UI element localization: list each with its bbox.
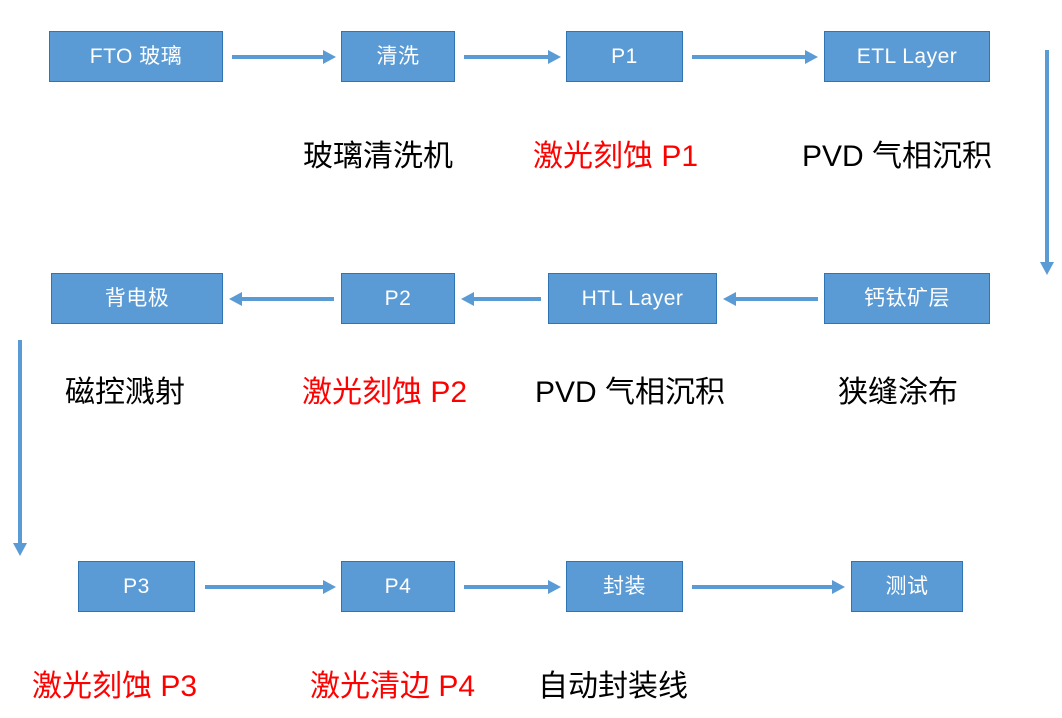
arrow-p3-to-p4 [205,580,336,594]
caption-pvd-1: PVD 气相沉积 [802,140,993,173]
arrow-p1-to-etl [692,50,818,64]
process-node-testing[interactable]: 测试 [851,561,963,612]
arrow-perovskite-to-htl [723,292,818,306]
process-node-p4[interactable]: P4 [341,561,455,612]
process-node-p2[interactable]: P2 [341,273,455,324]
arrow-encapsulation-to-testing [692,580,845,594]
arrow-clean-to-p1 [464,50,561,64]
process-node-fto-glass[interactable]: FTO 玻璃 [49,31,223,82]
caption-laser-p1: 激光刻蚀 P1 [533,140,699,173]
process-node-p1[interactable]: P1 [566,31,683,82]
caption-laser-edge-p4: 激光清边 P4 [310,670,476,703]
arrow-back-electrode-to-p3 [13,340,27,556]
process-node-htl-layer[interactable]: HTL Layer [548,273,717,324]
arrow-fto-to-clean [232,50,336,64]
process-node-clean[interactable]: 清洗 [341,31,455,82]
process-node-back-electrode[interactable]: 背电极 [51,273,223,324]
process-node-perovskite[interactable]: 钙钛矿层 [824,273,990,324]
process-node-p3[interactable]: P3 [78,561,195,612]
caption-laser-p3: 激光刻蚀 P3 [32,670,198,703]
arrow-p2-to-back-electrode [229,292,334,306]
caption-glass-washer: 玻璃清洗机 [303,140,453,173]
caption-auto-packaging: 自动封装线 [538,670,688,703]
caption-magnetron-sputtering: 磁控溅射 [65,376,185,409]
arrow-htl-to-p2 [461,292,541,306]
process-node-encapsulation[interactable]: 封装 [566,561,683,612]
process-node-etl-layer[interactable]: ETL Layer [824,31,990,82]
caption-pvd-2: PVD 气相沉积 [535,376,726,409]
caption-laser-p2: 激光刻蚀 P2 [302,376,468,409]
caption-slot-die-coating: 狭缝涂布 [838,376,958,409]
arrow-p4-to-encapsulation [464,580,561,594]
arrow-etl-to-perovskite [1040,50,1054,275]
